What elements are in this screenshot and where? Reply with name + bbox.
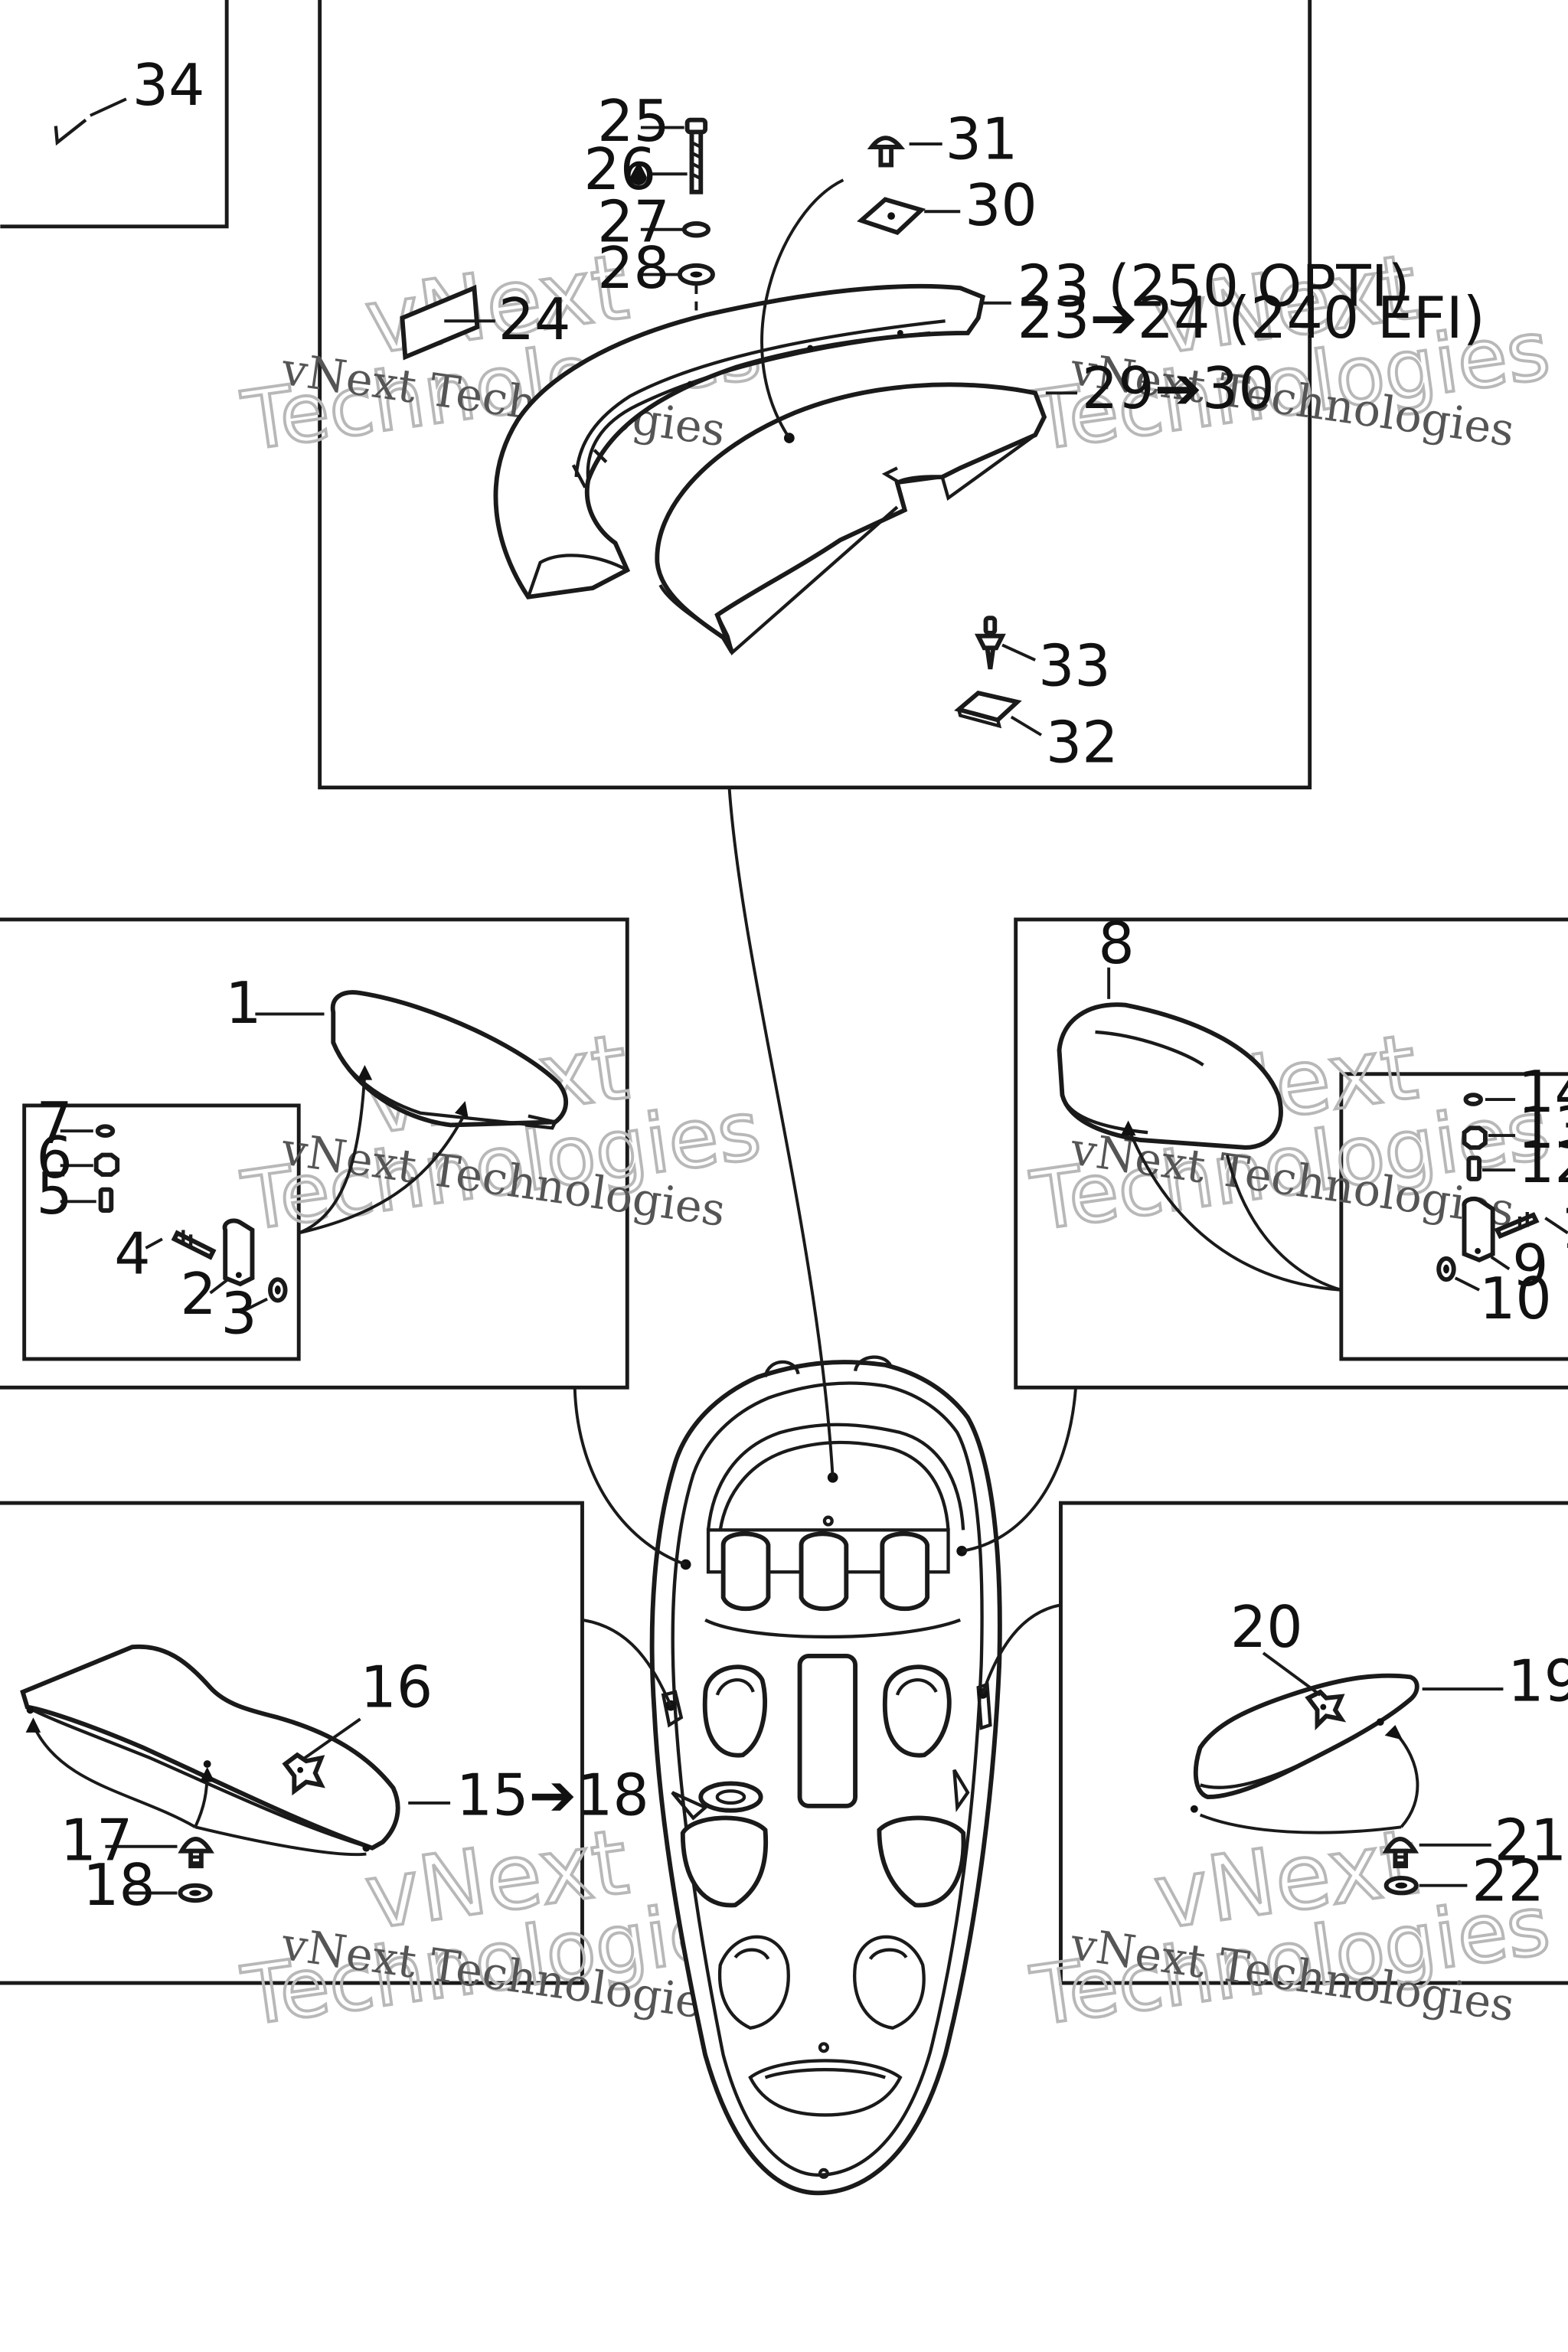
- callout-23-efi: 23➔24 (240 EFI): [1018, 285, 1485, 351]
- leader-rivet-to-seat-d: [1393, 1731, 1419, 1828]
- callout-25: 25: [597, 88, 670, 155]
- callout-16: 16: [361, 1655, 433, 1721]
- callout-24: 24: [498, 286, 571, 353]
- part-9-bracket: [1462, 1196, 1511, 1271]
- part-6-nut: [60, 1152, 120, 1177]
- leader-bracket-to-armrest-a: [298, 1072, 367, 1235]
- part-13-nut: [1462, 1125, 1516, 1150]
- leader-bracket-to-armrest-c: [1126, 1127, 1341, 1292]
- callout-23-opti: 23 (250 OPTI): [1018, 253, 1410, 320]
- part-26-threadlocker: [630, 162, 688, 185]
- panel-low-left: [0, 1501, 584, 1985]
- panel-mid-left: [0, 917, 629, 1390]
- part-21-push-rivet: [1382, 1837, 1491, 1869]
- leader-bracket-to-armrest-d: [1226, 1155, 1342, 1292]
- part-12-spacer: [1466, 1155, 1516, 1181]
- callout-31: 31: [946, 106, 1018, 173]
- part-24-decal: [400, 284, 495, 361]
- callout-28: 28: [597, 235, 670, 302]
- part-20-decal: [1262, 1651, 1347, 1731]
- part-22-washer: [1383, 1875, 1468, 1896]
- inset-mid-right: [1339, 1072, 1568, 1361]
- part-17-push-rivet: [105, 1837, 214, 1869]
- callout-3: 3: [220, 1281, 256, 1348]
- callout-29: 29➔30: [1082, 355, 1275, 422]
- callout-20: 20: [1230, 1594, 1303, 1661]
- callout-7: 7: [36, 1090, 72, 1157]
- leader-low-left-panel-to-hull: [582, 1618, 672, 1707]
- hull-deck-assembly: [649, 1355, 1002, 2196]
- callout-22: 22: [1472, 1847, 1544, 1914]
- callout-14: 14: [1518, 1059, 1568, 1125]
- part-31-push-rivet: [867, 136, 942, 168]
- leader-mid-right-panel-to-hull: [961, 1387, 1078, 1553]
- part-19-seat-cushion: [1190, 1673, 1504, 1813]
- leader-top-panel-to-hull: [727, 787, 835, 1478]
- part-5-spacer: [60, 1187, 114, 1213]
- leader-rivet-to-seat-a: [31, 1724, 196, 1828]
- callout-32: 32: [1046, 709, 1119, 776]
- callout-9: 9: [1512, 1233, 1548, 1299]
- part-25-screw: [640, 117, 708, 194]
- part-7-washer: [60, 1124, 116, 1138]
- callout-34: 34: [132, 52, 205, 119]
- callout-19: 19➔: [1508, 1648, 1568, 1715]
- callout-5: 5: [36, 1161, 72, 1227]
- part-28-washer: [640, 263, 715, 286]
- part-23-backrest: [493, 283, 1011, 599]
- part-18-washer: [126, 1883, 213, 1903]
- panel-low-right: [1059, 1501, 1568, 1985]
- part-10-washer: [1436, 1256, 1480, 1292]
- callout-13: 13: [1518, 1095, 1568, 1161]
- callout-18: 18: [83, 1852, 155, 1919]
- leader-31-to-cushion: [760, 178, 844, 439]
- part-2-bracket: [209, 1218, 255, 1295]
- part-4-bolt: [145, 1230, 217, 1260]
- leader-low-right-panel-to-hull: [981, 1603, 1061, 1694]
- callout-30: 30: [965, 172, 1037, 239]
- part-3-washer: [242, 1277, 288, 1313]
- part-27-lockwasher: [640, 220, 710, 238]
- part-11-bolt: [1494, 1212, 1568, 1240]
- callout-4: 4: [114, 1220, 150, 1287]
- part-8-armrest: [1057, 967, 1283, 1150]
- part-1-armrest: [255, 990, 569, 1130]
- panel-top-center: [318, 0, 1312, 790]
- panel-top-left: [0, 0, 229, 229]
- part-29-seat-cushion: [655, 382, 1078, 656]
- part-34-clip: [54, 97, 127, 146]
- callout-21: 21: [1494, 1807, 1567, 1873]
- leader-rivet-to-seat-e: [1199, 1813, 1402, 1834]
- part-16-decal: [282, 1717, 361, 1796]
- callout-12: 12: [1518, 1129, 1568, 1196]
- part-32-pad: [954, 690, 1043, 737]
- leader-mid-left-panel-to-hull: [573, 1387, 687, 1566]
- panel-mid-right: [1014, 917, 1568, 1390]
- callout-15: 15➔18: [456, 1762, 649, 1829]
- part-15-seat-cushion: [20, 1644, 451, 1852]
- part-30-plate: [857, 197, 961, 236]
- callout-11: 1: [1560, 1195, 1568, 1262]
- callout-17: 17: [60, 1807, 133, 1873]
- watermark-6: vNext Technologies vNext Technologies: [1024, 1808, 1557, 2045]
- callout-6: 6: [36, 1125, 72, 1191]
- callout-26: 26: [583, 136, 656, 203]
- part-33-fastener: [974, 616, 1036, 670]
- callout-27: 27: [597, 188, 670, 255]
- part-14-washer: [1463, 1093, 1516, 1106]
- callout-1: 1: [225, 970, 261, 1037]
- callout-8: 8: [1098, 910, 1134, 977]
- callout-2: 2: [180, 1261, 216, 1328]
- callout-10: 10: [1479, 1266, 1552, 1332]
- callout-33: 33: [1038, 632, 1111, 699]
- leader-bracket-to-armrest-b: [298, 1112, 467, 1235]
- leader-rivet-to-seat-c: [194, 1825, 367, 1857]
